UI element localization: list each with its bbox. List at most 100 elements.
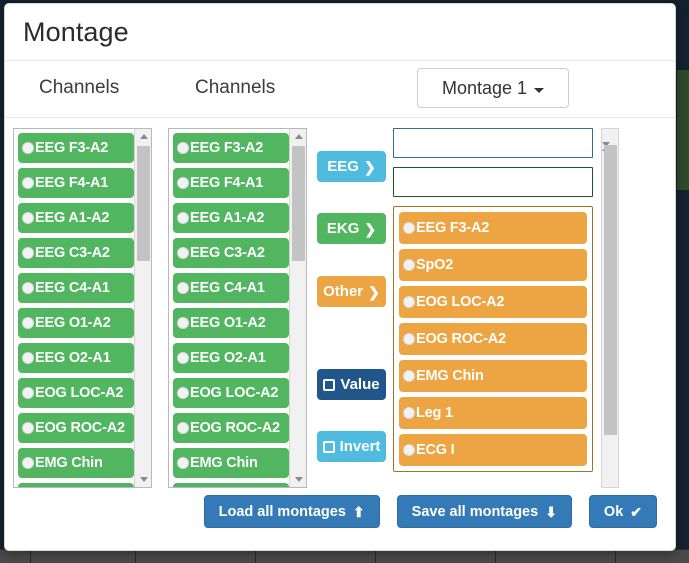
- load-all-montages-button[interactable]: Load all montages ⬆: [203, 495, 380, 528]
- scroll-up-icon[interactable]: [135, 129, 151, 144]
- list-item-label: EEG O1-A2: [190, 315, 266, 331]
- list-item-label: EEG F3-A2: [416, 220, 490, 236]
- list-item[interactable]: EEG O1-A2: [18, 308, 134, 338]
- list-item[interactable]: EOG ROC-A2: [399, 323, 587, 355]
- list-item[interactable]: EEG F3-A2: [399, 212, 587, 244]
- check-icon: ✔: [630, 503, 642, 520]
- list-item[interactable]: EEG C4-A1: [18, 273, 134, 303]
- scrollbar-thumb[interactable]: [137, 146, 150, 261]
- list-item[interactable]: EOG LOC-A2: [173, 378, 289, 408]
- list-item[interactable]: SpO2: [399, 249, 587, 281]
- list-item[interactable]: EEG A1-A2: [18, 203, 134, 233]
- list-item[interactable]: EEG F3-A2: [173, 133, 289, 163]
- list-item[interactable]: EEG F4-A1: [173, 168, 289, 198]
- radio-icon[interactable]: [403, 259, 415, 271]
- list-item-label: EMG Chin: [190, 455, 258, 471]
- radio-icon[interactable]: [177, 422, 189, 434]
- add-other-button[interactable]: Other ❯: [317, 276, 386, 307]
- list-item[interactable]: EEG C3-A2: [173, 238, 289, 268]
- scroll-down-icon[interactable]: [135, 472, 151, 487]
- list-item[interactable]: Leg 1: [399, 397, 587, 429]
- radio-icon[interactable]: [177, 212, 189, 224]
- montage-panel-scrollbar[interactable]: [601, 128, 619, 488]
- radio-icon[interactable]: [22, 317, 34, 329]
- list-item[interactable]: EEG O2-A1: [173, 343, 289, 373]
- list-item[interactable]: EEG O1-A2: [173, 308, 289, 338]
- list-item[interactable]: EEG F4-A1: [18, 168, 134, 198]
- list-item[interactable]: ECG I: [399, 434, 587, 466]
- list-item[interactable]: EOG LOC-A2: [18, 378, 134, 408]
- montage-scroll-area: EEG F3-A2 SpO2 EOG LOC-A2 EOG ROC-A2 EMG…: [393, 128, 598, 488]
- list-item[interactable]: EEG C4-A1: [173, 273, 289, 303]
- scroll-up-icon[interactable]: [290, 129, 306, 144]
- radio-icon[interactable]: [22, 352, 34, 364]
- list-item[interactable]: EMG Chin: [18, 448, 134, 478]
- radio-icon[interactable]: [22, 387, 34, 399]
- montage-name-input[interactable]: [393, 128, 593, 158]
- radio-icon[interactable]: [403, 444, 415, 456]
- list-item[interactable]: EOG LOC-A2: [399, 286, 587, 318]
- radio-icon[interactable]: [22, 457, 34, 469]
- checkbox-square-icon: [322, 440, 335, 453]
- radio-icon[interactable]: [22, 422, 34, 434]
- left-channel-listbox[interactable]: EEG F3-A2 EEG F4-A1 EEG A1-A2 EEG C3-A2 …: [13, 128, 152, 488]
- list-item[interactable]: EEG A1-A2: [173, 203, 289, 233]
- checkbox-square-icon: [323, 378, 336, 391]
- ok-button[interactable]: Ok ✔: [588, 495, 657, 528]
- list-item[interactable]: [173, 483, 289, 487]
- list-item-label: EOG LOC-A2: [190, 385, 279, 401]
- scrollbar-thumb[interactable]: [604, 145, 617, 435]
- value-toggle-button[interactable]: Value: [317, 369, 386, 400]
- radio-icon[interactable]: [177, 387, 189, 399]
- left-channel-list: EEG F3-A2 EEG F4-A1 EEG A1-A2 EEG C3-A2 …: [18, 133, 134, 487]
- radio-icon[interactable]: [403, 296, 415, 308]
- radio-icon[interactable]: [22, 247, 34, 259]
- radio-icon[interactable]: [177, 282, 189, 294]
- list-item[interactable]: EOG ROC-A2: [18, 413, 134, 443]
- list-item[interactable]: EOG ROC-A2: [173, 413, 289, 443]
- list-item-label: EOG LOC-A2: [416, 294, 505, 310]
- list-item[interactable]: EMG Chin: [173, 448, 289, 478]
- radio-icon[interactable]: [177, 352, 189, 364]
- list-item-label: EEG O1-A2: [35, 315, 111, 331]
- middle-channel-list: EEG F3-A2 EEG F4-A1 EEG A1-A2 EEG C3-A2 …: [173, 133, 289, 487]
- list-item-label: EEG F4-A1: [190, 175, 264, 191]
- montage-secondary-input[interactable]: [393, 167, 593, 197]
- list-item[interactable]: EEG F3-A2: [18, 133, 134, 163]
- list-item-label: EEG F3-A2: [190, 140, 264, 156]
- dialog-footer: Load all montages ⬆ Save all montages ⬇ …: [5, 488, 675, 550]
- radio-icon[interactable]: [403, 222, 415, 234]
- radio-icon[interactable]: [22, 212, 34, 224]
- radio-icon[interactable]: [403, 333, 415, 345]
- scrollbar-thumb[interactable]: [292, 146, 305, 261]
- list-item[interactable]: [18, 483, 134, 487]
- montage-channel-group: EEG F3-A2 SpO2 EOG LOC-A2 EOG ROC-A2 EMG…: [393, 206, 593, 472]
- save-button-label: Save all montages: [411, 503, 539, 520]
- add-ekg-button[interactable]: EKG ❯: [317, 213, 386, 244]
- scroll-down-icon[interactable]: [290, 472, 306, 487]
- montage-select-dropdown[interactable]: Montage 1: [417, 68, 569, 108]
- save-all-montages-button[interactable]: Save all montages ⬇: [396, 495, 572, 528]
- middle-list-scrollbar[interactable]: [289, 129, 306, 487]
- invert-toggle-button[interactable]: Invert: [317, 431, 386, 462]
- add-eeg-button[interactable]: EEG ❯: [317, 151, 386, 182]
- radio-icon[interactable]: [22, 142, 34, 154]
- radio-icon[interactable]: [177, 142, 189, 154]
- value-button-label: Value: [340, 376, 380, 393]
- radio-icon[interactable]: [22, 282, 34, 294]
- radio-icon[interactable]: [177, 457, 189, 469]
- list-item-label: EOG ROC-A2: [190, 420, 280, 436]
- list-item[interactable]: EEG C3-A2: [18, 238, 134, 268]
- invert-button-label: Invert: [339, 438, 381, 455]
- radio-icon[interactable]: [177, 177, 189, 189]
- left-list-scrollbar[interactable]: [134, 129, 151, 487]
- list-item-label: EEG C4-A1: [190, 280, 265, 296]
- radio-icon[interactable]: [177, 247, 189, 259]
- radio-icon[interactable]: [403, 407, 415, 419]
- list-item[interactable]: EMG Chin: [399, 360, 587, 392]
- radio-icon[interactable]: [403, 370, 415, 382]
- list-item[interactable]: EEG O2-A1: [18, 343, 134, 373]
- radio-icon[interactable]: [22, 177, 34, 189]
- radio-icon[interactable]: [177, 317, 189, 329]
- middle-channel-listbox[interactable]: EEG F3-A2 EEG F4-A1 EEG A1-A2 EEG C3-A2 …: [168, 128, 307, 488]
